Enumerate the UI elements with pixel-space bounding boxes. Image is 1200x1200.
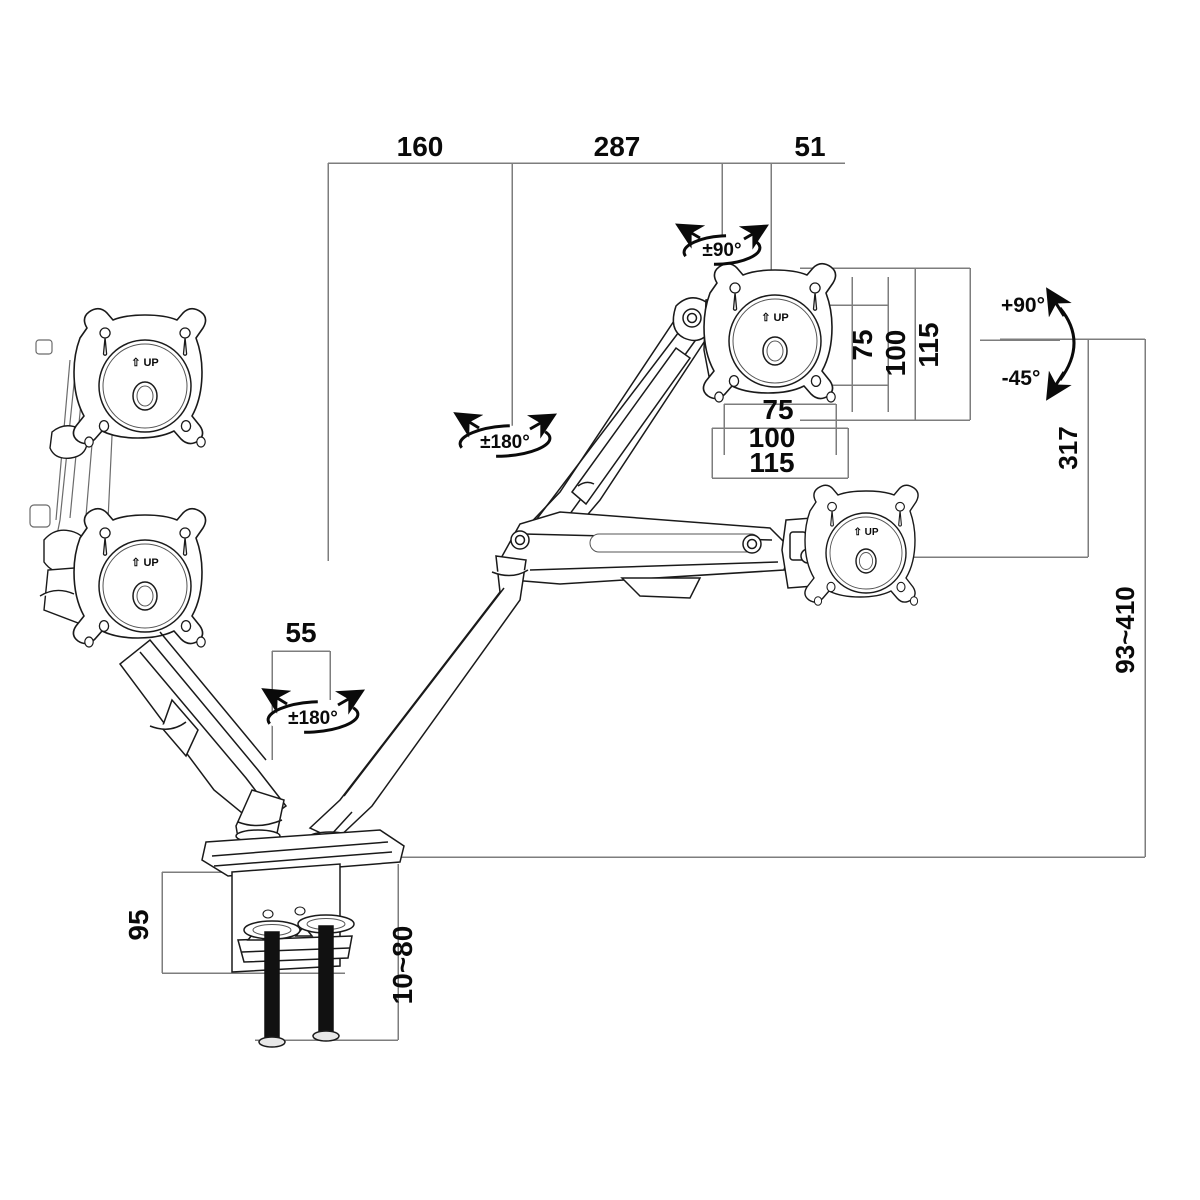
bolt-head-right	[312, 1030, 340, 1042]
elbow-rotation-symbol: ±180°	[453, 412, 558, 458]
dim-317: 317	[1053, 426, 1083, 469]
left-monitor-assembly: ⇧ UP ⇧ UP	[29, 307, 288, 843]
dim-vesa-v-100: 100	[880, 330, 911, 377]
dim-vesa-h-75: 75	[762, 394, 793, 425]
up-marker-label: ⇧ UP	[761, 312, 789, 324]
up-marker-label: ⇧ UP	[131, 357, 159, 369]
base-rotation-symbol: ±180°	[261, 688, 366, 734]
dim-vesa-h-115: 115	[749, 447, 794, 478]
head-swivel-label: ±90°	[702, 240, 741, 261]
vesa-plate-left-upper: ⇧ UP	[72, 307, 207, 448]
dim-vesa-v-75: 75	[847, 329, 878, 360]
base-plate	[201, 829, 405, 877]
dim-95: 95	[123, 909, 154, 940]
vesa-plate-left-lower: ⇧ UP	[72, 507, 207, 648]
dimension-labels: 160 287 51 75 100 115 75 100 115 +90° -4…	[123, 131, 1140, 1004]
main-forearm	[499, 511, 791, 599]
tilt-up-label: +90°	[1001, 294, 1045, 317]
desk-clamp-assembly	[201, 829, 405, 1048]
head-swivel-symbol: ±90°	[675, 223, 769, 266]
dim-vesa-h-100: 100	[749, 422, 796, 453]
dim-vesa-v-115: 115	[913, 322, 944, 367]
dim-10-80: 10~80	[387, 926, 418, 1005]
bolt-head-left	[258, 1036, 286, 1048]
right-arm-assembly: ⇧ UP ⇧ UP	[307, 262, 919, 845]
tilt-range-symbol	[1046, 287, 1076, 401]
clamp-bolt-left	[264, 931, 280, 1041]
tilt-down-label: -45°	[1002, 367, 1041, 390]
vesa-plate-right-upper: ⇧ UP	[702, 262, 837, 403]
dimension-lines	[161, 162, 1146, 1041]
up-marker-label: ⇧ UP	[853, 527, 878, 538]
clamp-bolt-right	[318, 925, 334, 1035]
vesa-plate-right-lower: ⇧ UP	[804, 484, 919, 606]
up-marker-label: ⇧ UP	[131, 557, 159, 569]
dim-160: 160	[397, 131, 444, 162]
dim-51: 51	[794, 131, 825, 162]
dim-287: 287	[594, 131, 641, 162]
elbow-rotation-label: ±180°	[480, 432, 530, 453]
dim-93-410: 93~410	[1110, 586, 1140, 673]
dim-55: 55	[285, 617, 316, 648]
base-rotation-label: ±180°	[288, 708, 338, 729]
